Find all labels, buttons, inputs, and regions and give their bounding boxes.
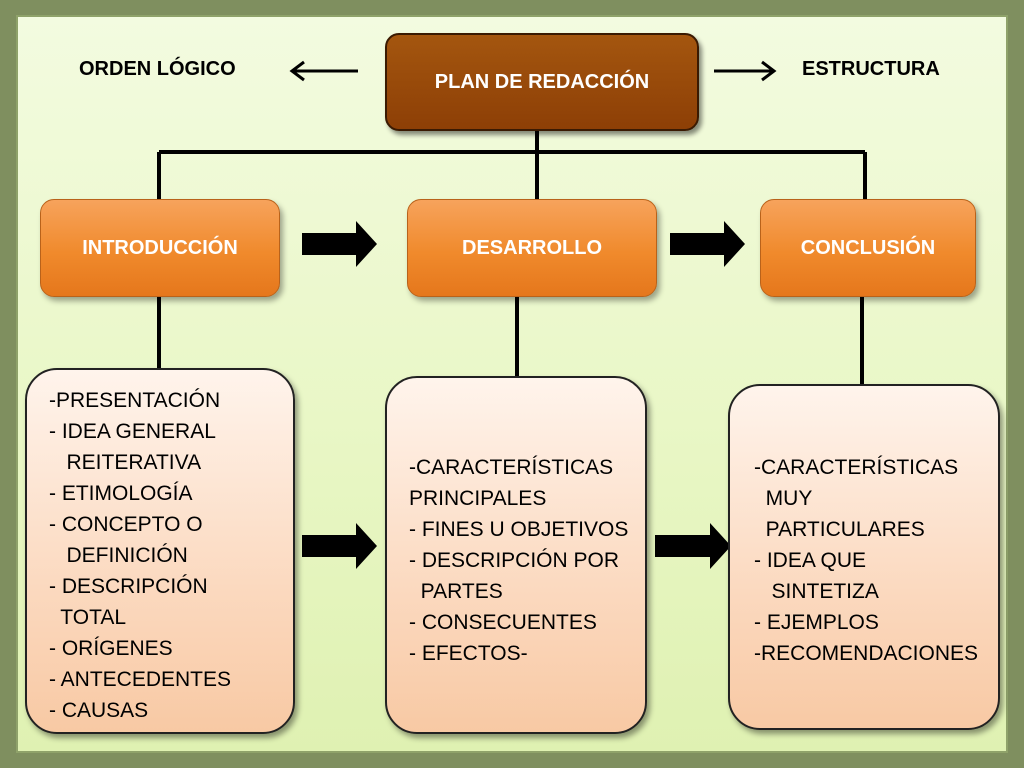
detail-item: PARTES — [409, 580, 503, 603]
detail-item: SINTETIZA — [754, 580, 879, 603]
detail-box-conclusion: -CARACTERÍSTICAS MUY PARTICULARES - IDEA … — [728, 384, 1000, 730]
detail-item: - ORÍGENES — [49, 637, 173, 660]
detail-box-introduccion: -PRESENTACIÓN - IDEA GENERAL REITERATIVA -… — [25, 368, 295, 734]
section-title: CONCLUSIÓN — [800, 236, 936, 259]
detail-list: -CARACTERÍSTICAS MUY PARTICULARES - IDEA … — [754, 452, 998, 669]
detail-item: -RECOMENDACIONES — [754, 642, 979, 665]
section-node-conclusion: CONCLUSIÓN — [760, 199, 976, 297]
left-arrow-icon — [289, 60, 358, 82]
block-arrow-icon — [655, 523, 731, 569]
detail-item: - IDEA QUE — [754, 549, 867, 572]
detail-item: MUY — [754, 487, 813, 510]
detail-item: - CAUSAS — [49, 699, 149, 722]
block-arrow-icon — [670, 221, 745, 267]
detail-box-desarrollo: -CARACTERÍSTICAS PRINCIPALES - FINES U OBJ… — [385, 376, 647, 734]
detail-item: - FINES U OBJETIVOS — [409, 518, 629, 541]
right-arrow-icon — [714, 60, 777, 82]
detail-item: PRINCIPALES — [409, 487, 547, 510]
detail-item: - ETIMOLOGÍA — [49, 482, 193, 505]
estructura-label: ESTRUCTURA — [802, 58, 940, 80]
orden-logico-label: ORDEN LÓGICO — [79, 58, 236, 80]
detail-item: - DESCRIPCIÓN — [49, 575, 208, 598]
root-node: PLAN DE REDACCIÓN — [385, 33, 699, 131]
detail-item: - ANTECEDENTES — [49, 668, 232, 691]
block-arrow-icon — [302, 523, 377, 569]
section-node-introduccion: INTRODUCCIÓN — [40, 199, 280, 297]
section-node-desarrollo: DESARROLLO — [407, 199, 657, 297]
root-label: PLAN DE REDACCIÓN — [434, 70, 650, 93]
detail-item: DEFINICIÓN — [49, 544, 188, 567]
detail-item: - EJEMPLOS — [754, 611, 879, 634]
detail-item: TOTAL — [49, 606, 127, 629]
detail-list: -CARACTERÍSTICAS PRINCIPALES - FINES U OBJ… — [409, 452, 645, 669]
detail-item: -PRESENTACIÓN — [49, 389, 221, 412]
detail-item: - CONSECUENTES — [409, 611, 597, 634]
detail-item: -CARACTERÍSTICAS — [409, 456, 614, 479]
detail-item: -CARACTERÍSTICAS — [754, 456, 959, 479]
detail-item: - EFECTOS- — [409, 642, 528, 665]
detail-item: PARTICULARES — [754, 518, 925, 541]
detail-item: - IDEA GENERAL — [49, 420, 216, 443]
block-arrow-icon — [302, 221, 377, 267]
detail-item: - CONCEPTO O — [49, 513, 203, 536]
detail-list: -PRESENTACIÓN - IDEA GENERAL REITERATIVA -… — [49, 385, 293, 726]
detail-item: REITERATIVA — [49, 451, 202, 474]
section-title: INTRODUCCIÓN — [82, 236, 238, 259]
detail-item: - DESCRIPCIÓN POR — [409, 549, 620, 572]
section-title: DESARROLLO — [462, 236, 602, 259]
